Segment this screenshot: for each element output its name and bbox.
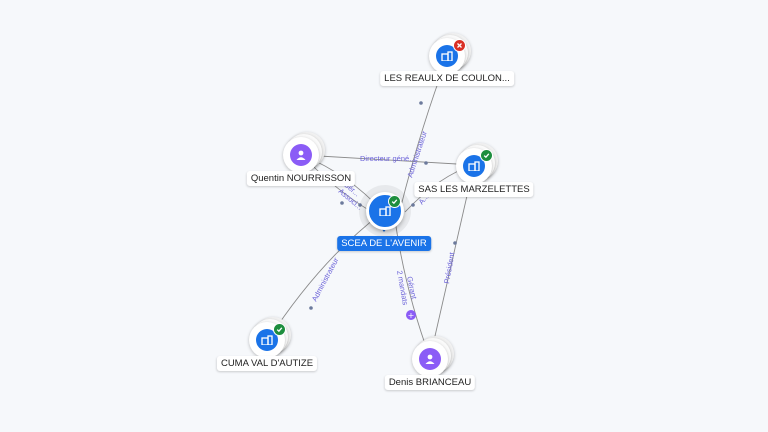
arrow-dot — [424, 161, 428, 165]
node-label: SCEA DE L'AVENIR — [337, 236, 431, 251]
building-icon — [463, 155, 485, 177]
node-label: CUMA VAL D'AUTIZE — [216, 356, 318, 371]
arrow-dot — [309, 306, 313, 310]
closed-status-icon — [453, 39, 466, 52]
edge-label-quentin-marzelettes: Directeur géné... — [360, 154, 415, 163]
node-label: Quentin NOURRISSON — [246, 171, 356, 186]
building-icon — [436, 45, 458, 67]
person-icon — [419, 348, 441, 370]
active-status-icon — [388, 195, 401, 208]
plus-glyph: + — [408, 311, 415, 320]
building-icon — [256, 329, 278, 351]
active-status-icon — [480, 149, 493, 162]
arrow-dot — [358, 203, 362, 207]
node-label: SAS LES MARZELETTES — [414, 182, 534, 197]
arrow-dot — [340, 201, 344, 205]
edge-label-marzelettes-denis: Président — [442, 251, 457, 285]
arrow-dot — [419, 101, 423, 105]
active-status-icon — [273, 323, 286, 336]
node-label: Denis BRIANCEAU — [384, 375, 476, 390]
arrow-dot — [453, 241, 457, 245]
arrow-dot — [411, 203, 415, 207]
expand-mandates-icon[interactable] — [406, 310, 416, 320]
edge-label-main-denis-2: 2 mandats — [395, 270, 410, 306]
node-label: LES REAULX DE COULON... — [380, 71, 514, 86]
edge-label-main-cuma: Administrateur — [310, 256, 341, 303]
person-icon — [290, 144, 312, 166]
